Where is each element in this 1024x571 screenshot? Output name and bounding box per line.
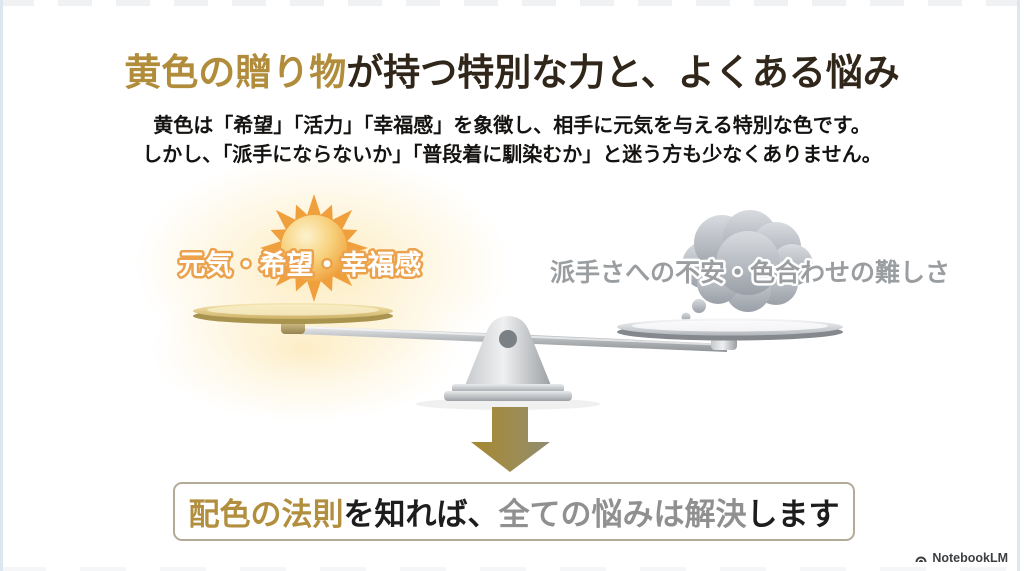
conclusion-gray-text: 全ての悩みは解決 — [498, 497, 747, 532]
conclusion-dark-text-2: します — [746, 497, 840, 532]
notebooklm-logo-icon — [915, 556, 927, 563]
page-title: 黄色の贈り物が持つ特別な力と、よくある悩み — [0, 42, 1024, 96]
right-worries-label: 派手さへの不安・色合わせの難しさ — [550, 258, 950, 287]
conclusion-gold-text: 配色の法則 — [188, 497, 344, 532]
balance-scale-icon — [193, 303, 843, 410]
left-benefits-label: 元気・希望・幸福感 — [179, 249, 422, 280]
left-edge-strip — [0, 0, 3, 571]
thought-cloud-icon — [681, 210, 813, 322]
down-arrow-icon — [471, 407, 550, 472]
watermark: NotebookLM — [914, 550, 1008, 566]
conclusion-dark-text-1: を知れば、 — [343, 497, 499, 532]
watermark-brand-text: NotebookLM — [932, 551, 1008, 565]
subtitle-line-1: 黄色は「希望」「活力」「幸福感」を象徴し、相手に元気を与える特別な色です。 — [153, 115, 871, 137]
right-pan — [617, 318, 843, 350]
title-rest-text: が持つ特別な力と、よくある悩み — [346, 52, 900, 93]
right-edge-strip — [1017, 0, 1020, 571]
cropped-top-artifact — [0, 0, 1024, 6]
fulcrum — [444, 316, 572, 401]
left-pan — [193, 303, 393, 334]
cropped-bottom-artifact — [0, 567, 1024, 571]
title-highlight-text: 黄色の贈り物 — [124, 52, 347, 93]
sun-icon — [260, 194, 368, 302]
conclusion-box: 配色の法則を知れば、全ての悩みは解決します — [173, 482, 855, 541]
sun-glow — [134, 154, 510, 422]
